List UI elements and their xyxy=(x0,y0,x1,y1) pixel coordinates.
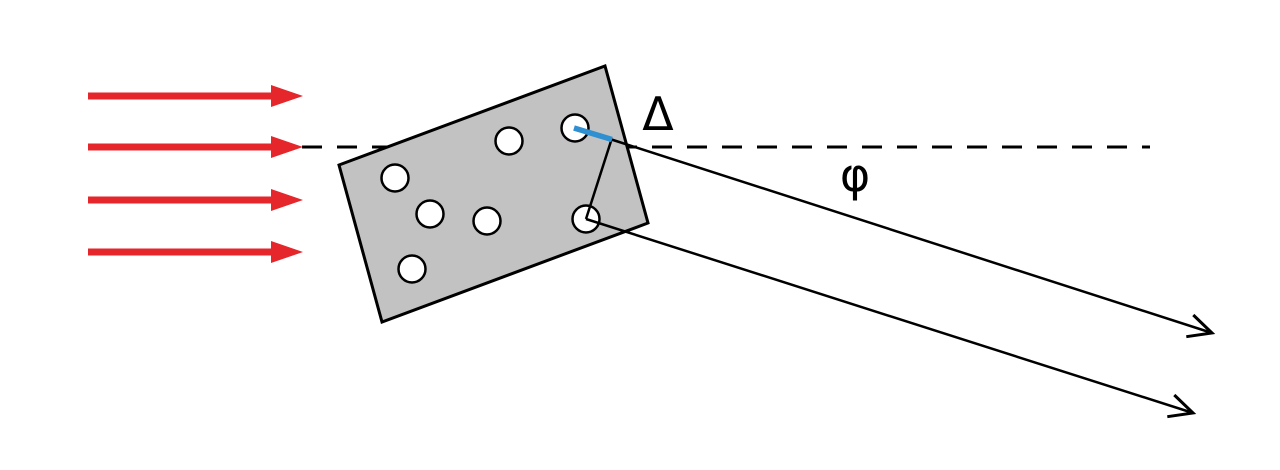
atom-circle xyxy=(397,254,427,284)
incident-ray-arrow xyxy=(88,136,303,158)
incident-ray-head xyxy=(271,85,303,107)
incident-ray-head xyxy=(271,189,303,211)
wavefront-line xyxy=(584,139,613,220)
atom-circle xyxy=(380,163,410,193)
scattered-ray-lower-arrowhead xyxy=(1167,393,1197,419)
incident-ray-head xyxy=(271,241,303,263)
scattering-angle-label: φ xyxy=(840,148,870,202)
path-difference-segment xyxy=(573,125,613,143)
incident-ray-arrow xyxy=(88,189,303,211)
incident-ray-arrow xyxy=(88,85,303,107)
scattered-ray-lower xyxy=(585,217,1191,414)
incident-ray-head xyxy=(271,136,303,158)
atom-circle xyxy=(472,206,502,236)
scattered-ray-upper-arrowhead xyxy=(1186,313,1216,339)
path-difference-label: Δ xyxy=(642,87,674,141)
crystal-plate xyxy=(337,64,650,324)
atom-circle xyxy=(415,199,445,229)
atom-circle xyxy=(494,126,524,156)
incident-ray-arrow xyxy=(88,241,303,263)
scattered-ray-upper xyxy=(611,138,1210,334)
